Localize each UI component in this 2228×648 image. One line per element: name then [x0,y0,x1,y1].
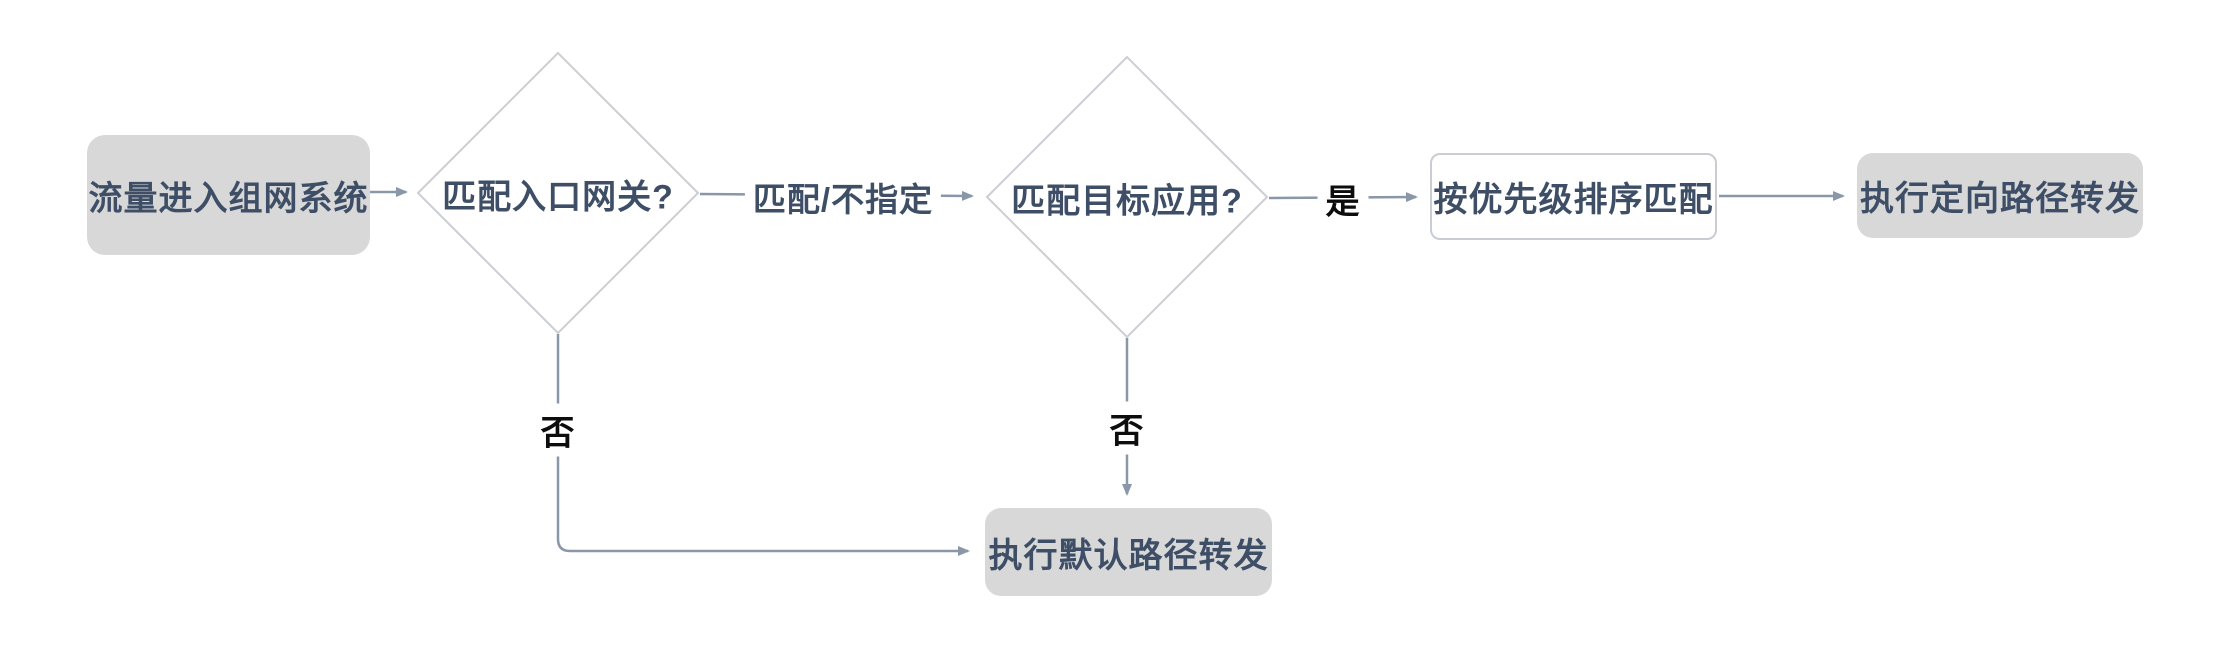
node-default-forwarding: 执行默认路径转发 [985,508,1272,596]
node-start: 流量进入组网系统 [87,135,370,255]
node-priority-sort-label: 按优先级排序匹配 [1433,181,1714,219]
node-decision-target-app-label: 匹配目标应用? [1011,182,1243,221]
node-priority-sort: 按优先级排序匹配 [1430,153,1717,240]
edge-label-no-target-app: 否 [1101,401,1153,455]
edge-label-yes: 是 [1317,172,1369,226]
decision-target-app-diamond [985,55,1269,339]
edge-label-match-or-unspecified: 匹配/不指定 [744,171,942,223]
node-start-label: 流量进入组网系统 [88,179,369,218]
node-directed-forwarding: 执行定向路径转发 [1857,153,2143,238]
edge-entry-gateway-no-to-default [556,334,970,556]
edge-label-no-entry-gateway: 否 [532,403,584,457]
node-directed-forwarding-label: 执行定向路径转发 [1860,180,2140,218]
node-default-forwarding-label: 执行默认路径转发 [988,536,1269,575]
node-decision-entry-gateway-label: 匹配入口网关? [442,178,674,217]
decision-entry-gateway-diamond [416,51,700,335]
